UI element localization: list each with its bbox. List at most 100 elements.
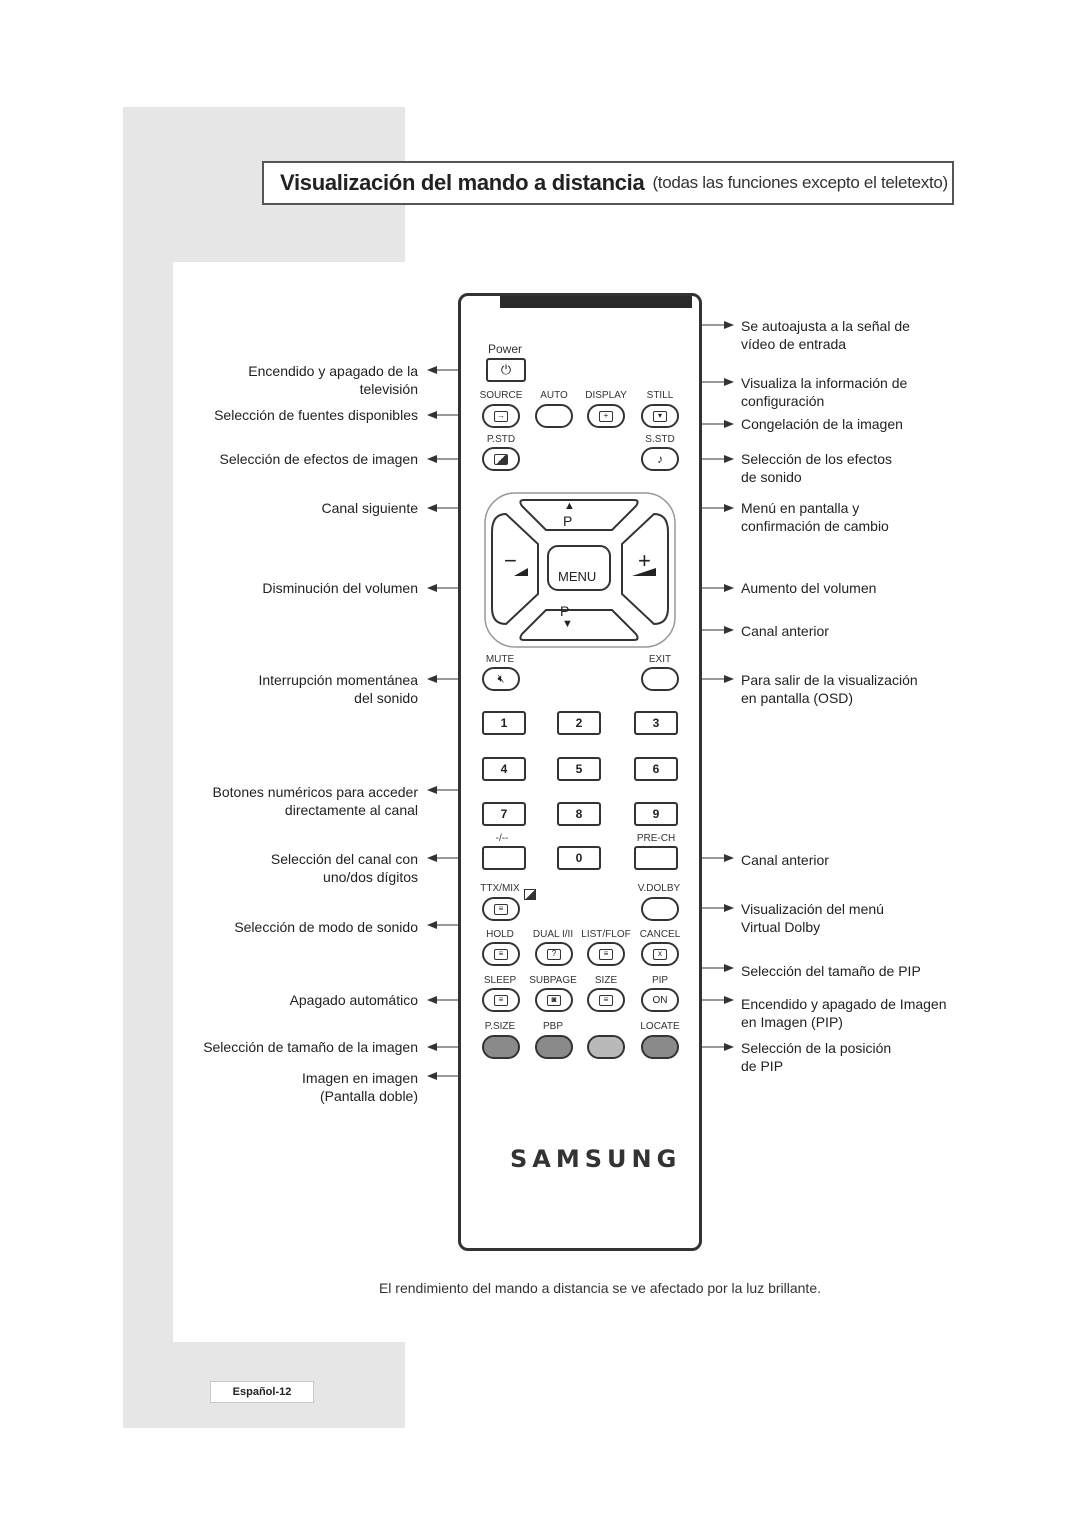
number-button-9[interactable]: 9	[634, 802, 678, 826]
title-main: Visualización del mando a distancia	[280, 170, 645, 195]
teletext-icon: ≡	[494, 903, 508, 915]
prech-caption: PRE-CH	[636, 833, 676, 844]
list-icon: ≡	[599, 948, 613, 960]
number-button-2[interactable]: 2	[557, 711, 601, 735]
cancel-button[interactable]: x	[641, 942, 679, 966]
number-button-3[interactable]: 3	[634, 711, 678, 735]
sleep-caption: SLEEP	[483, 975, 517, 986]
hold-button[interactable]: ≡	[482, 942, 520, 966]
subpage-icon: ◙	[547, 994, 561, 1006]
sstd-button[interactable]: ♪	[641, 447, 679, 471]
exit-button[interactable]	[641, 667, 679, 691]
footer-note: El rendimiento del mando a distancia se …	[378, 1280, 822, 1296]
samsung-logo: SAMSUNG	[510, 1145, 682, 1173]
pstd-button[interactable]	[482, 447, 520, 471]
pbp-caption: PBP	[542, 1021, 564, 1032]
auto-button[interactable]	[535, 404, 573, 428]
still-button[interactable]: ▾	[641, 404, 679, 428]
page-number: Español-12	[210, 1381, 314, 1403]
volume-up-label: +	[638, 548, 651, 573]
ttxmix-caption: TTX/MIX	[480, 883, 520, 894]
auto-caption: AUTO	[540, 390, 568, 401]
teletext-mix-icon	[524, 889, 536, 900]
pip-on-button[interactable]: ON	[641, 988, 679, 1012]
power-icon: ⏻	[500, 362, 512, 377]
ttxmix-button[interactable]: ≡	[482, 897, 520, 921]
sstd-caption: S.STD	[645, 434, 675, 445]
number-button-6[interactable]: 6	[634, 757, 678, 781]
dual-caption: DUAL I/II	[532, 929, 574, 940]
number-button-1[interactable]: 1	[482, 711, 526, 735]
psize-button[interactable]	[482, 1035, 520, 1059]
number-button-4[interactable]: 4	[482, 757, 526, 781]
source-icon: →	[494, 410, 508, 422]
up-arrow-icon: ▲	[564, 500, 575, 512]
volume-down-button[interactable]: −	[492, 514, 538, 638]
hold-caption: HOLD	[486, 929, 514, 940]
menu-button[interactable]: MENU	[548, 546, 610, 590]
label-picture-size: Selección de tamaño de la imagen	[203, 1039, 418, 1055]
music-note-icon: ♪	[657, 452, 663, 466]
pstd-caption: P.STD	[486, 434, 516, 445]
channel-up-button[interactable]: ▲ P	[522, 500, 636, 530]
hold-icon: ≡	[494, 948, 508, 960]
source-button[interactable]: →	[482, 404, 520, 428]
number-button-7[interactable]: 7	[482, 802, 526, 826]
prech-button[interactable]	[634, 846, 678, 870]
power-button[interactable]: ⏻	[486, 358, 526, 382]
label-picture-effect: Selección de efectos de imagen	[219, 451, 418, 467]
listflof-button[interactable]: ≡	[587, 942, 625, 966]
picture-effect-icon	[494, 453, 508, 465]
subpage-button[interactable]: ◙	[535, 988, 573, 1012]
display-button[interactable]: +	[587, 404, 625, 428]
pbp-button[interactable]	[535, 1035, 573, 1059]
dual-button[interactable]: ?	[535, 942, 573, 966]
listflof-caption: LIST/FLOF	[581, 929, 631, 940]
label-pbp: Imagen en imagen(Pantalla doble)	[302, 1070, 418, 1104]
label-prech: Canal anterior	[741, 852, 829, 868]
dash-caption: -/--	[495, 833, 509, 844]
volume-down-label: −	[504, 548, 517, 573]
size-icon: ≡	[599, 994, 613, 1006]
cancel-icon: x	[653, 948, 667, 960]
number-button-8[interactable]: 8	[557, 802, 601, 826]
menu-label: MENU	[558, 569, 597, 584]
label-source: Selección de fuentes disponibles	[214, 407, 418, 423]
gray-band-left	[123, 262, 173, 1342]
number-button-0[interactable]: 0	[557, 846, 601, 870]
still-icon: ▾	[653, 410, 667, 422]
label-still: Congelación de la imagen	[741, 416, 903, 432]
sleep-button[interactable]: ≡	[482, 988, 520, 1012]
vdolby-button[interactable]	[641, 897, 679, 921]
dash-button[interactable]	[482, 846, 526, 870]
locate-button[interactable]	[641, 1035, 679, 1059]
volume-up-button[interactable]: +	[622, 514, 668, 638]
color-button-yellow[interactable]	[587, 1035, 625, 1059]
mute-caption: MUTE	[485, 654, 515, 665]
size-caption: SIZE	[594, 975, 618, 986]
label-volume-down: Disminución del volumen	[262, 580, 418, 596]
still-caption: STILL	[646, 390, 674, 401]
mute-button[interactable]: 🔇︎	[482, 667, 520, 691]
label-sleep: Apagado automático	[289, 992, 418, 1008]
pip-caption: PIP	[651, 975, 669, 986]
channel-down-button[interactable]: P ▼	[522, 602, 636, 638]
label-pip-size: Selección del tamaño de PIP	[741, 963, 921, 979]
power-caption: Power	[487, 342, 523, 356]
pip-on-label: ON	[652, 994, 668, 1006]
title-subtitle: (todas las funciones excepto el teletext…	[652, 173, 948, 192]
cancel-caption: CANCEL	[639, 929, 681, 940]
display-caption: DISPLAY	[585, 390, 627, 401]
nav-cluster	[484, 492, 676, 648]
size-button[interactable]: ≡	[587, 988, 625, 1012]
number-button-5[interactable]: 5	[557, 757, 601, 781]
